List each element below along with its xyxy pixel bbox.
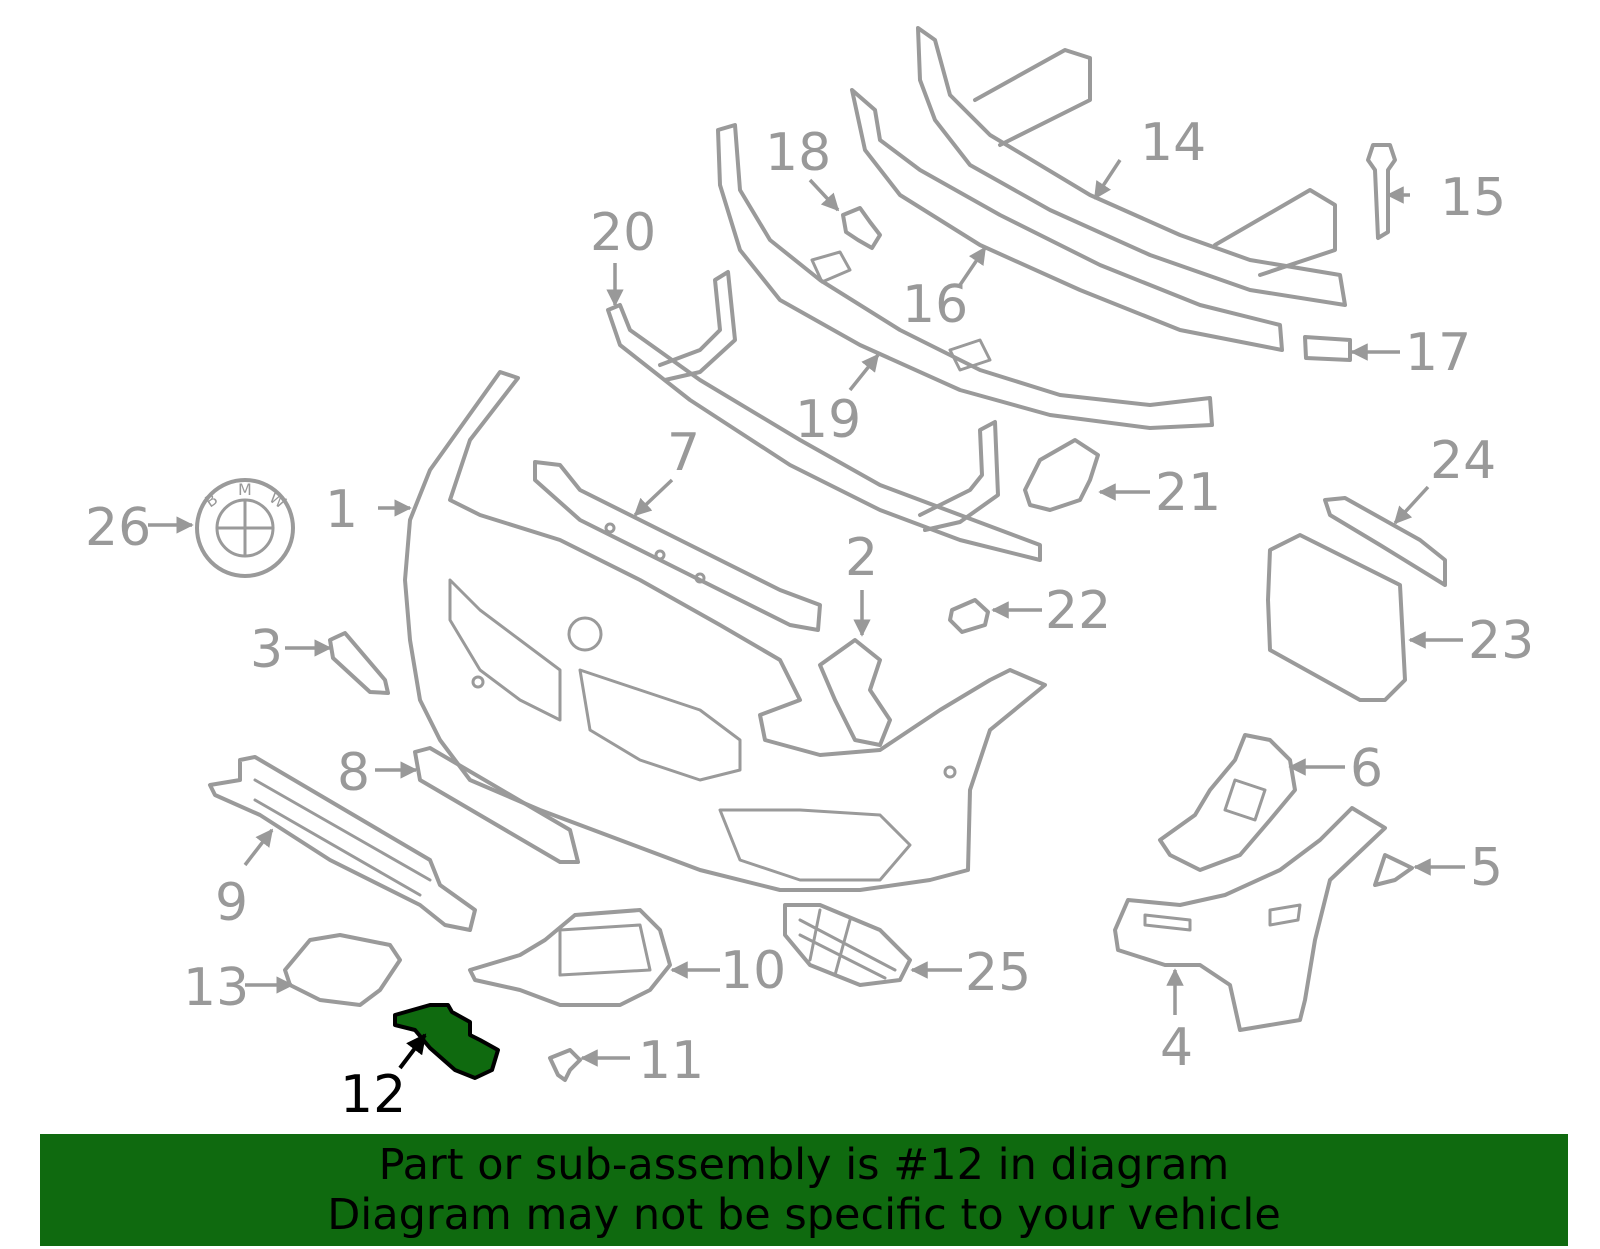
label-1: 1 — [325, 480, 358, 540]
label-11: 11 — [638, 1031, 704, 1091]
part-13-trim — [283, 933, 402, 1007]
part-3-bracket — [328, 631, 390, 695]
part-11-clip — [548, 1048, 582, 1082]
part-6-bracket — [1158, 733, 1297, 872]
label-25: 25 — [965, 943, 1031, 1003]
label-9: 9 — [215, 873, 248, 933]
label-17: 17 — [1405, 323, 1471, 383]
label-7: 7 — [667, 423, 700, 483]
part-22-nut — [948, 598, 990, 634]
part-10-bracket — [468, 908, 672, 1007]
label-4: 4 — [1160, 1018, 1193, 1078]
label-13: 13 — [183, 958, 249, 1018]
label-23: 23 — [1468, 611, 1534, 671]
label-20: 20 — [590, 203, 656, 263]
banner-line-2: Diagram may not be specific to your vehi… — [327, 1190, 1281, 1240]
label-22: 22 — [1045, 581, 1111, 641]
part-12-highlighted-bracket — [393, 1003, 500, 1080]
part-1-bumper-cover — [403, 370, 1047, 892]
label-10: 10 — [720, 941, 786, 1001]
label-12-highlighted: 12 — [340, 1065, 406, 1125]
part-26-emblem: B M W — [195, 478, 295, 578]
part-2-bracket — [818, 638, 892, 747]
label-24: 24 — [1430, 431, 1496, 491]
part-20-guide — [606, 270, 1042, 562]
part-17-bracket — [1303, 335, 1352, 362]
emblem-letter-w: W — [266, 488, 290, 513]
label-18: 18 — [765, 123, 831, 183]
part-18-clip — [841, 206, 882, 250]
part-7-carrier — [533, 460, 822, 632]
label-26: 26 — [85, 498, 151, 558]
label-19: 19 — [795, 390, 861, 450]
emblem-letter-m: M — [238, 480, 252, 499]
label-5: 5 — [1470, 838, 1503, 898]
label-8: 8 — [337, 743, 370, 803]
part-8-strip — [413, 746, 580, 864]
label-14: 14 — [1140, 113, 1206, 173]
leader-arrows — [148, 159, 1465, 1070]
part-21-bracket — [1023, 438, 1100, 512]
part-15-bolt — [1366, 143, 1397, 240]
label-16: 16 — [902, 275, 968, 335]
part-23-panel — [1266, 533, 1407, 702]
part-14-bumper-carrier — [916, 26, 1347, 307]
label-6: 6 — [1350, 739, 1383, 799]
part-25-grille — [783, 903, 912, 987]
label-21: 21 — [1155, 463, 1221, 523]
part-5-cover — [1373, 853, 1414, 887]
part-4-side-bracket — [1113, 806, 1387, 1032]
label-15: 15 — [1440, 168, 1506, 228]
part-9-grille — [208, 755, 477, 932]
part-16-impact-absorber — [850, 88, 1284, 352]
label-2: 2 — [845, 528, 878, 588]
info-banner: Part or sub-assembly is #12 in diagram D… — [40, 1134, 1568, 1246]
label-3: 3 — [250, 620, 283, 680]
part-24-bracket — [1323, 496, 1447, 587]
banner-line-1: Part or sub-assembly is #12 in diagram — [378, 1140, 1230, 1190]
emblem-letter-b: B — [201, 489, 221, 511]
part-19-support — [716, 123, 1214, 430]
